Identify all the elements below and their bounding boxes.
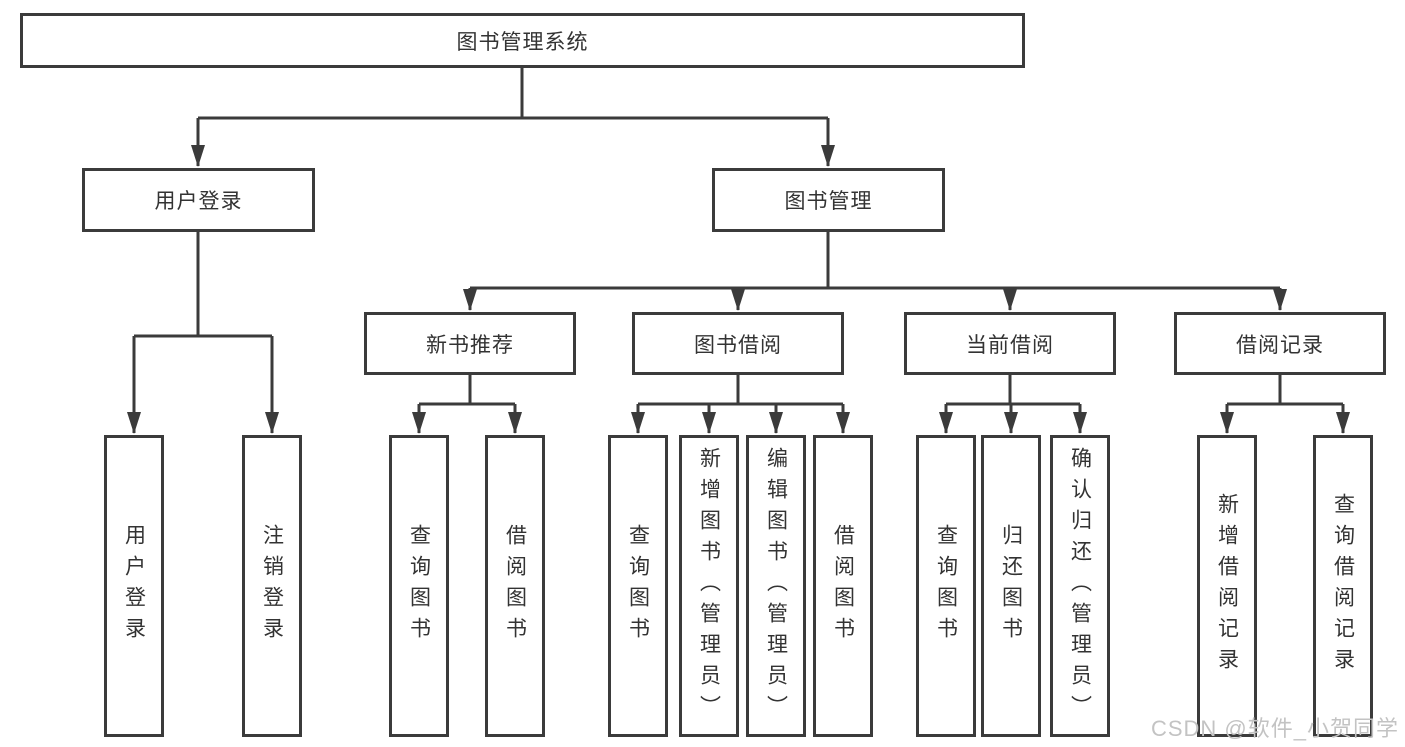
leaf-add-borrow-record: 新增借阅记录 <box>1197 435 1257 737</box>
leaf-query-books-2: 查询图书 <box>608 435 668 737</box>
leaf-add-books-admin: 新增图书（管理员） <box>679 435 739 737</box>
connector-new-book <box>419 375 515 406</box>
leaf-user-login: 用户登录 <box>104 435 164 737</box>
leaf-logout: 注销登录 <box>242 435 302 737</box>
connector-book-management <box>470 232 1280 290</box>
connector-user-login <box>134 232 272 338</box>
leaf-confirm-return-admin: 确认归还（管理员） <box>1050 435 1110 737</box>
connector-book-borrow <box>638 375 843 406</box>
leaf-query-books-1: 查询图书 <box>389 435 449 737</box>
connector-root <box>198 68 828 120</box>
node-current-borrow: 当前借阅 <box>904 312 1116 375</box>
node-new-book-recommend: 新书推荐 <box>364 312 576 375</box>
node-borrow-records: 借阅记录 <box>1174 312 1386 375</box>
node-book-borrow: 图书借阅 <box>632 312 844 375</box>
node-root: 图书管理系统 <box>20 13 1025 68</box>
node-book-management: 图书管理 <box>712 168 945 232</box>
leaf-borrow-books-2: 借阅图书 <box>813 435 873 737</box>
leaf-borrow-books-1: 借阅图书 <box>485 435 545 737</box>
node-user-login: 用户登录 <box>82 168 315 232</box>
leaf-return-books: 归还图书 <box>981 435 1041 737</box>
leaf-query-borrow-record: 查询借阅记录 <box>1313 435 1373 737</box>
leaf-query-books-3: 查询图书 <box>916 435 976 737</box>
connector-borrow-records <box>1227 375 1343 406</box>
csdn-watermark: CSDN @软件_小贺同学 <box>1150 716 1399 741</box>
connector-current-borrow <box>946 375 1080 406</box>
leaf-edit-books-admin: 编辑图书（管理员） <box>746 435 806 737</box>
